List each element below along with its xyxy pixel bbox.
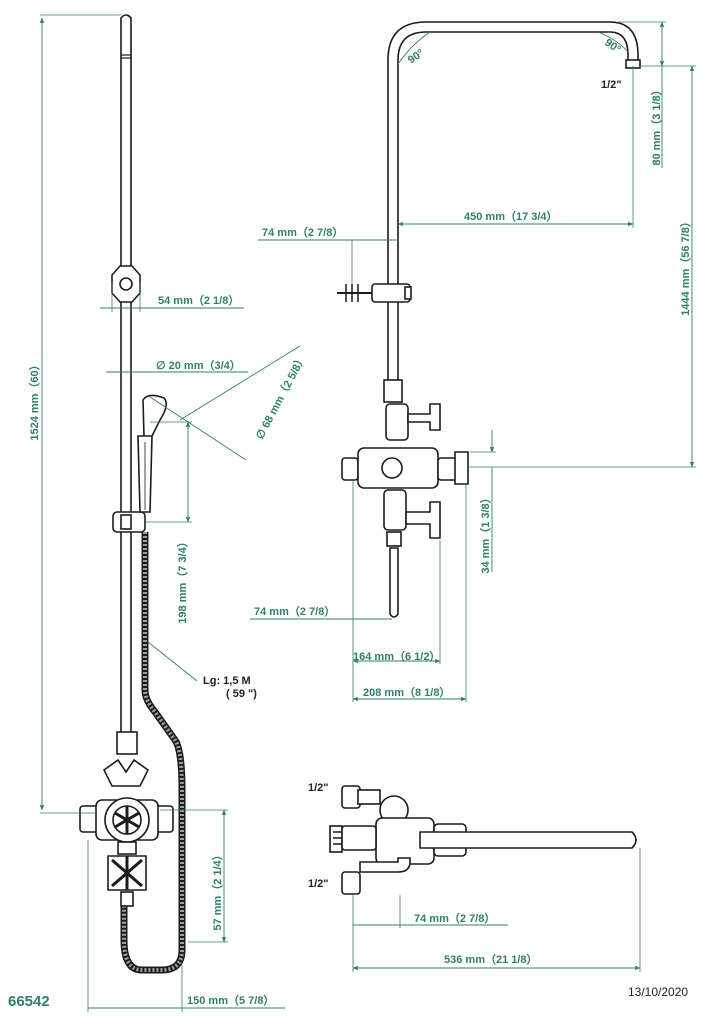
plan-total-projection-dim: 536 mm（21 1/8） (444, 953, 538, 966)
side-valve-block (341, 379, 469, 618)
hose-length-inch: ( 59 ") (226, 688, 257, 700)
side-wall-bracket (337, 283, 412, 303)
mixer-height-dim: 57 mm（2 1/4） (211, 849, 224, 930)
wall-bracket-upper (111, 265, 141, 303)
hand-shower-diameter-dim: ∅ 68 mm（2 5/8） (253, 352, 309, 441)
hose-offset-dim: 150 mm（5 7/8） (187, 994, 274, 1007)
drawing-date: 13/10/2020 (628, 985, 688, 999)
thermostatic-mixer (79, 731, 174, 907)
side-view: 90° 90° 1/2" 80 mm（3 1/8） 450 mm（17 3/4）… (250, 21, 696, 702)
arm-projection-dim: 450 mm（17 3/4） (464, 210, 558, 223)
side-body-depth-dim: 164 mm（6 1/2） (353, 650, 440, 663)
arm-angle-right: 90° (602, 37, 623, 56)
inlet-thread-lower: 1/2" (308, 878, 329, 890)
rail-offset-dim: 54 mm（2 1/8） (158, 294, 239, 307)
side-valve-height-dim: 34 mm（1 3/8） (479, 492, 492, 573)
slide-holder (112, 511, 146, 533)
outlet-drop-dim: 80 mm（3 1/8） (650, 84, 663, 165)
handset-holder-height-dim: 198 mm（7 3/4） (176, 536, 189, 623)
tube-diameter-dim: ∅ 20 mm（3/4） (156, 359, 241, 372)
side-wall-offset-bottom-dim: 74 mm（2 7/8） (254, 605, 335, 618)
outlet-thread-top: 1/2" (601, 79, 622, 91)
front-view: 1524 mm（60） 54 mm（2 1/8） ∅ 20 mm（3/4） ∅ … (28, 14, 309, 1012)
plan-view: 1/2" 1/2" 74 mm（2 7/8） 536 mm（21 1/8） (308, 782, 641, 972)
side-column-height-dim: 1444 mm（56 7/8） (679, 216, 692, 316)
hose-length-metric: Lg: 1,5 M (203, 675, 251, 687)
side-total-depth-dim: 208 mm（8 1/8） (363, 686, 450, 699)
plan-wall-offset-dim: 74 mm（2 7/8） (414, 912, 495, 925)
side-wall-offset-top-dim: 74 mm（2 7/8） (262, 226, 343, 239)
inlet-thread-upper: 1/2" (308, 782, 329, 794)
plan-shower-arm (419, 831, 637, 849)
side-column-and-arm (387, 21, 639, 290)
shower-column-rail (120, 14, 132, 741)
hand-shower (137, 394, 168, 513)
column-height-dim: 1524 mm（60） (28, 359, 41, 440)
product-reference: 66542 (8, 993, 50, 1010)
